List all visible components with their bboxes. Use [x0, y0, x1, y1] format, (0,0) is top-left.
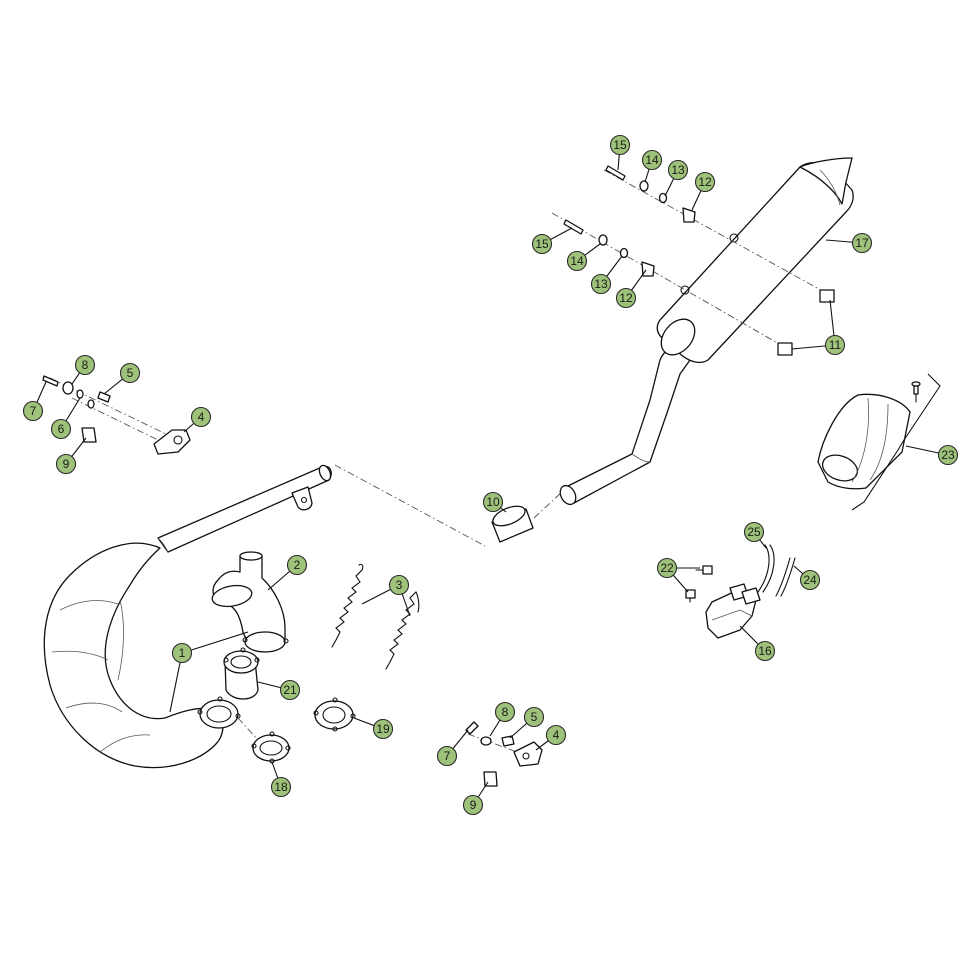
svg-text:2: 2 [294, 558, 301, 572]
svg-text:8: 8 [502, 705, 509, 719]
silencer-fastener-upper[interactable] [605, 165, 696, 223]
callout-5-upper[interactable]: 5 [119, 362, 141, 384]
svg-text:1: 1 [179, 646, 186, 660]
callout-12-upper[interactable]: 12 [694, 171, 716, 193]
gasket-18-part[interactable] [251, 731, 291, 764]
callout-8-upper[interactable]: 8 [74, 354, 96, 376]
callout-9-lower[interactable]: 9 [462, 794, 484, 816]
bracket-upper-hardware[interactable] [42, 375, 191, 455]
center-line-header [334, 464, 486, 547]
svg-text:15: 15 [535, 237, 549, 251]
svg-text:22: 22 [660, 561, 674, 575]
svg-text:18: 18 [274, 780, 288, 794]
callout-13-upper[interactable]: 13 [667, 159, 689, 181]
svg-text:5: 5 [531, 710, 538, 724]
callout-1[interactable]: 1 [171, 642, 193, 664]
callout-14-upper[interactable]: 14 [641, 149, 663, 171]
callout-5-lower[interactable]: 5 [523, 706, 545, 728]
callout-15-lower[interactable]: 15 [531, 233, 553, 255]
callout-8-lower[interactable]: 8 [494, 701, 516, 723]
callout-23[interactable]: 23 [937, 444, 959, 466]
protector-bracket [851, 373, 941, 511]
sensor-part[interactable] [705, 583, 761, 639]
callout-13-lower[interactable]: 13 [590, 273, 612, 295]
hose-25-part[interactable] [757, 544, 775, 593]
svg-text:5: 5 [127, 366, 134, 380]
exhaust-pipe-part[interactable] [43, 464, 333, 769]
bracket-upper-line-2 [71, 397, 159, 441]
callout-17[interactable]: 17 [851, 232, 873, 254]
callout-22[interactable]: 22 [656, 557, 678, 579]
callout-9-upper[interactable]: 9 [55, 453, 77, 475]
silencer-fastener-lower[interactable] [563, 219, 655, 277]
silencer-mount-line-lower [551, 212, 787, 349]
callout-16[interactable]: 16 [754, 640, 776, 662]
svg-text:4: 4 [198, 410, 205, 424]
hose-24-part[interactable] [775, 557, 796, 597]
callout-11[interactable]: 11 [824, 334, 846, 356]
callout-21[interactable]: 21 [279, 679, 301, 701]
callout-15-upper[interactable]: 15 [609, 134, 631, 156]
callout-3[interactable]: 3 [388, 574, 410, 596]
svg-text:14: 14 [645, 153, 659, 167]
svg-text:12: 12 [698, 175, 712, 189]
svg-text:11: 11 [829, 338, 842, 352]
svg-text:7: 7 [30, 404, 37, 418]
svg-text:25: 25 [747, 525, 761, 539]
silencer-mount-line-upper [603, 169, 829, 295]
silencer-part[interactable] [557, 157, 854, 507]
svg-text:17: 17 [855, 236, 869, 250]
svg-text:3: 3 [396, 578, 403, 592]
screw-22-part[interactable] [685, 565, 713, 603]
svg-text:10: 10 [486, 495, 500, 509]
gasket-19-part[interactable] [313, 697, 356, 732]
callout-25[interactable]: 25 [743, 521, 765, 543]
gasket-21-part[interactable] [223, 647, 260, 700]
svg-text:13: 13 [594, 277, 608, 291]
svg-text:9: 9 [470, 798, 477, 812]
svg-text:23: 23 [941, 448, 955, 462]
silencer-protector-part[interactable] [817, 381, 921, 490]
svg-text:13: 13 [671, 163, 685, 177]
svg-text:14: 14 [570, 254, 584, 268]
svg-text:16: 16 [758, 644, 772, 658]
manifold-elbow-part[interactable] [211, 551, 289, 653]
svg-text:24: 24 [803, 573, 817, 587]
gasket-alignment-line [237, 717, 259, 741]
callout-4-lower[interactable]: 4 [545, 724, 567, 746]
bracket-lower-hardware[interactable] [465, 721, 543, 787]
center-line-sleeve [533, 491, 563, 519]
svg-text:6: 6 [58, 422, 65, 436]
callout-7-upper[interactable]: 7 [22, 400, 44, 422]
rubber-mount-part[interactable] [777, 289, 835, 356]
callout-18[interactable]: 18 [270, 776, 292, 798]
svg-text:15: 15 [613, 138, 627, 152]
svg-text:12: 12 [619, 291, 633, 305]
bracket-lower-line [467, 733, 529, 757]
callout-14-lower[interactable]: 14 [566, 250, 588, 272]
svg-text:8: 8 [82, 358, 89, 372]
callout-2[interactable]: 2 [286, 554, 308, 576]
callout-6[interactable]: 6 [50, 418, 72, 440]
svg-text:7: 7 [444, 749, 451, 763]
callout-10[interactable]: 10 [482, 491, 504, 513]
callout-12-lower[interactable]: 12 [615, 287, 637, 309]
svg-text:9: 9 [63, 457, 70, 471]
callout-7-lower[interactable]: 7 [436, 745, 458, 767]
spring-part[interactable] [331, 563, 420, 670]
callout-19[interactable]: 19 [372, 718, 394, 740]
callout-24[interactable]: 24 [799, 569, 821, 591]
callout-4-upper[interactable]: 4 [190, 406, 212, 428]
svg-text:21: 21 [283, 683, 297, 697]
svg-text:4: 4 [553, 728, 560, 742]
sleeve-part[interactable] [490, 502, 534, 543]
pipe-flange-part[interactable] [197, 696, 241, 729]
svg-text:19: 19 [376, 722, 390, 736]
